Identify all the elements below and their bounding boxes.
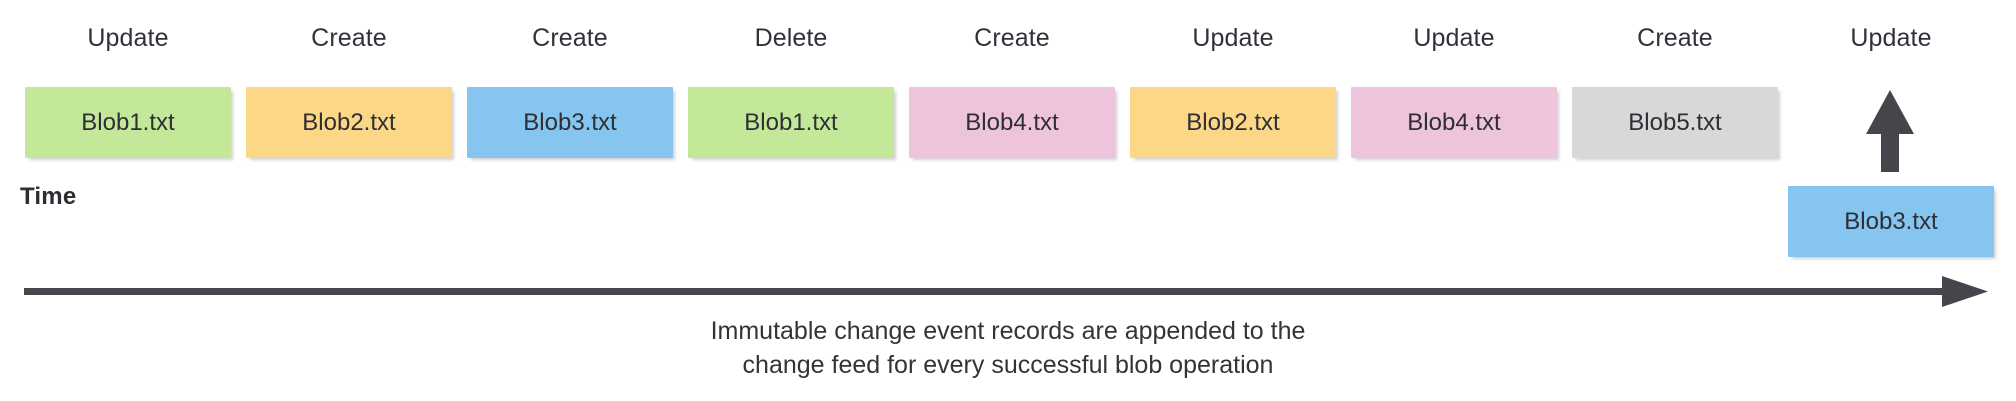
blob-name: Blob5.txt	[1628, 108, 1722, 136]
blob-record-chip: Blob4.txt	[1351, 87, 1557, 158]
blob-name: Blob2.txt	[1186, 108, 1280, 136]
event-column-1: Update Blob1.txt	[25, 22, 231, 162]
event-column-8: Create Blob5.txt	[1572, 22, 1778, 162]
blob-name: Blob1.txt	[81, 108, 175, 136]
event-column-4: Delete Blob1.txt	[688, 22, 894, 162]
blob-name: Blob2.txt	[302, 108, 396, 136]
blob-name: Blob3.txt	[523, 108, 617, 136]
event-column-5: Create Blob4.txt	[909, 22, 1115, 162]
caption-line-1: Immutable change event records are appen…	[710, 317, 1306, 345]
operation-label: Create	[1637, 24, 1713, 52]
event-column-7: Update Blob4.txt	[1351, 22, 1557, 162]
appended-blob-record-chip: Blob3.txt	[1788, 186, 1994, 257]
blob-name: Blob4.txt	[1407, 108, 1501, 136]
event-column-3: Create Blob3.txt	[467, 22, 673, 162]
time-axis-arrow	[24, 272, 1992, 314]
operation-label: Create	[311, 24, 387, 52]
arrow-up-icon	[1855, 62, 1925, 172]
operation-label: Update	[1413, 24, 1495, 52]
blob-name: Blob1.txt	[744, 108, 838, 136]
event-column-9-pending: Update	[1788, 22, 1994, 162]
operation-label: Update	[87, 24, 169, 52]
event-column-2: Create Blob2.txt	[246, 22, 452, 162]
operation-label: Update	[1192, 24, 1274, 52]
time-axis-label: Time	[20, 183, 77, 210]
blob-record-chip: Blob2.txt	[1130, 87, 1336, 158]
blob-record-chip: Blob2.txt	[246, 87, 452, 158]
operation-label: Update	[1850, 24, 1932, 52]
diagram-caption: Immutable change event records are appen…	[0, 314, 2016, 382]
blob-record-chip: Blob1.txt	[688, 87, 894, 158]
operation-label: Delete	[754, 24, 828, 52]
caption-line-2: change feed for every successful blob op…	[742, 351, 1274, 379]
operation-label: Create	[974, 24, 1050, 52]
event-column-6: Update Blob2.txt	[1130, 22, 1336, 162]
blob-name: Blob4.txt	[965, 108, 1059, 136]
operation-label: Create	[532, 24, 608, 52]
blob-name: Blob3.txt	[1844, 207, 1938, 235]
blob-record-chip: Blob1.txt	[25, 87, 231, 158]
blob-record-chip: Blob5.txt	[1572, 87, 1778, 158]
blob-record-chip: Blob4.txt	[909, 87, 1115, 158]
blob-record-chip: Blob3.txt	[467, 87, 673, 158]
